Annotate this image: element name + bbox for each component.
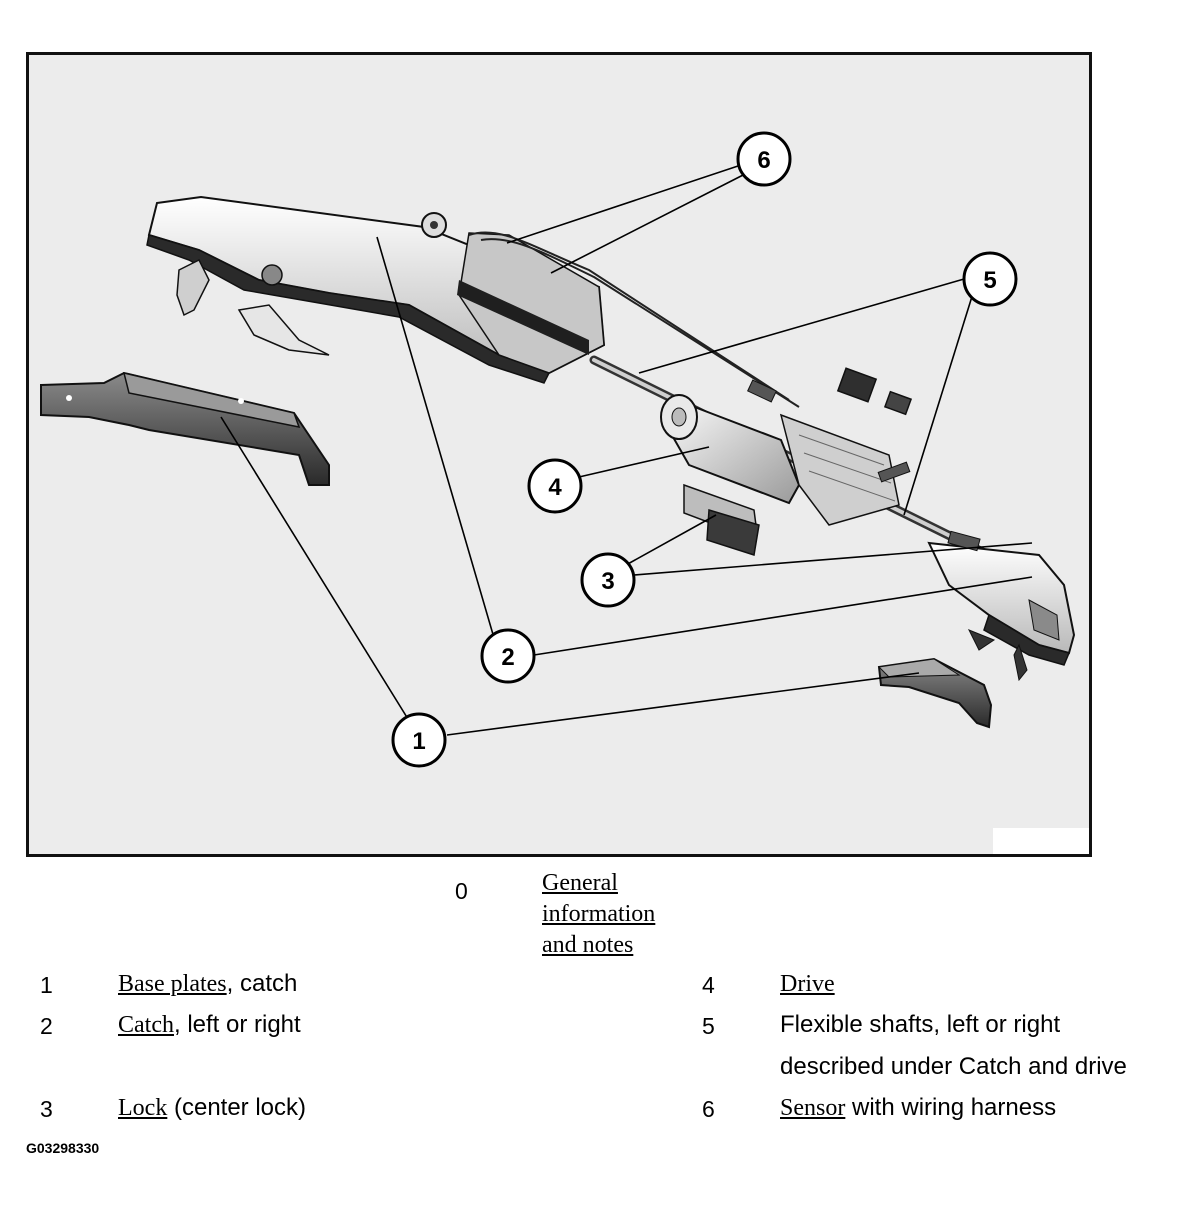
drive-motor [660, 379, 911, 526]
figure-corner-blank [993, 828, 1089, 854]
legend-item-6: Sensor with wiring harness [780, 1094, 1056, 1122]
catch-left [146, 195, 606, 384]
sensor-link[interactable]: Sensor [780, 1095, 846, 1121]
legend-item-4: Drive [780, 970, 835, 998]
legend-number-0: 0 [455, 878, 468, 904]
svg-text:6: 6 [757, 147, 770, 174]
general-info-line2: information [542, 901, 656, 927]
svg-text:2: 2 [501, 644, 514, 671]
base-plates-link[interactable]: Base plates [118, 971, 227, 997]
svg-text:3: 3 [601, 568, 614, 595]
legend-item-5: Flexible shafts, left or right [780, 1011, 1061, 1038]
drive-link[interactable]: Drive [780, 971, 835, 997]
diagram-artwork: 1 2 3 4 5 6 [40, 131, 1076, 768]
callout-5: 5 [962, 251, 1018, 307]
figure-id: G03298330 [26, 1140, 100, 1156]
svg-text:5: 5 [983, 267, 996, 294]
catch-right [927, 530, 1076, 682]
general-info-line1: General [542, 870, 618, 896]
sensor-harness [468, 231, 913, 416]
leader-lines [220, 164, 1033, 741]
callout-2: 2 [480, 628, 536, 684]
legend-item-2: Catch, left or right [118, 1011, 301, 1039]
legend-number-2: 2 [40, 1013, 53, 1039]
legend-item-2-text: , left or right [173, 1011, 301, 1038]
callout-3: 3 [580, 552, 636, 608]
legend-number-5: 5 [702, 1013, 715, 1039]
center-lock [683, 483, 760, 556]
general-info-line3: and notes [542, 932, 634, 958]
base-plate-right [877, 657, 993, 729]
svg-text:4: 4 [548, 474, 562, 501]
legend-item-5-description: described under Catch and drive [780, 1053, 1127, 1080]
callout-6: 6 [736, 131, 792, 187]
svg-text:1: 1 [412, 728, 425, 755]
exploded-diagram: 1 2 3 4 5 6 [26, 52, 1092, 857]
general-information-link[interactable]: General information and notes [542, 868, 655, 961]
legend-number-4: 4 [702, 972, 715, 998]
legend-item-1-text: , catch [226, 970, 298, 997]
lock-link[interactable]: Lock [118, 1095, 168, 1121]
callout-4: 4 [527, 458, 583, 514]
legend-number-3: 3 [40, 1096, 53, 1122]
legend-item-3: Lock (center lock) [118, 1094, 306, 1122]
base-plate-left [40, 371, 330, 486]
legend-item-1: Base plates, catch [118, 970, 297, 998]
legend-number-6: 6 [702, 1096, 715, 1122]
legend-item-6-text: with wiring harness [845, 1094, 1057, 1121]
legend-number-1: 1 [40, 972, 53, 998]
catch-link[interactable]: Catch [118, 1012, 174, 1038]
callout-1: 1 [391, 712, 447, 768]
legend-item-3-text: (center lock) [167, 1094, 307, 1121]
